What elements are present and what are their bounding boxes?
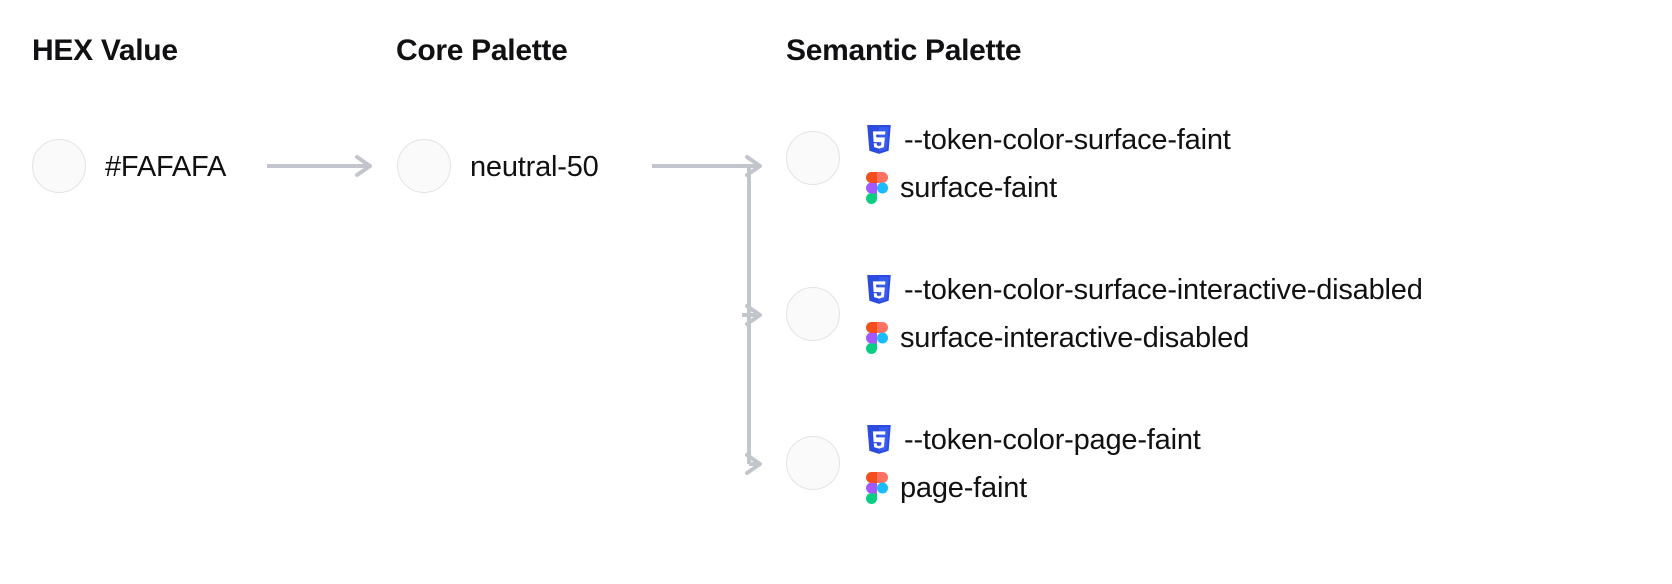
- css-token-label-2: --token-color-page-faint: [904, 423, 1201, 456]
- branch-trunk: [652, 164, 751, 464]
- figma-token-line-0: surface-faint: [866, 164, 1231, 212]
- color-swatch-semantic-0: [786, 131, 840, 185]
- figma-icon: [866, 172, 888, 204]
- css-token-label-1: --token-color-surface-interactive-disabl…: [904, 273, 1423, 306]
- figma-token-label-2: page-faint: [900, 471, 1027, 504]
- figma-icon: [866, 322, 888, 354]
- figma-token-label-0: surface-faint: [900, 171, 1057, 204]
- figma-token-line-1: surface-interactive-disabled: [866, 314, 1423, 362]
- css-token-line-1: --token-color-surface-interactive-disabl…: [866, 266, 1423, 314]
- semantic-token-group-2: --token-color-page-faint page-faint: [866, 416, 1201, 512]
- column-heading-semantic-palette: Semantic Palette: [786, 34, 1022, 67]
- css3-icon: [866, 425, 892, 455]
- css-token-label-0: --token-color-surface-faint: [904, 123, 1231, 156]
- hex-value-label: #FAFAFA: [105, 151, 227, 183]
- arrow-hex-to-core: [267, 155, 372, 177]
- semantic-token-group-1: --token-color-surface-interactive-disabl…: [866, 266, 1423, 362]
- color-swatch-core: [397, 139, 451, 193]
- color-swatch-semantic-1: [786, 287, 840, 341]
- css-token-line-0: --token-color-surface-faint: [866, 116, 1231, 164]
- arrow-branch-0: [741, 155, 762, 177]
- figma-token-label-1: surface-interactive-disabled: [900, 321, 1250, 354]
- column-heading-core-palette: Core Palette: [396, 34, 568, 67]
- figma-icon: [866, 472, 888, 504]
- css-token-line-2: --token-color-page-faint: [866, 416, 1201, 464]
- arrow-branch-1: [742, 304, 762, 326]
- column-heading-hex-value: HEX Value: [32, 34, 178, 67]
- css3-icon: [866, 125, 892, 155]
- arrow-branch-2: [745, 453, 762, 475]
- figma-token-line-2: page-faint: [866, 464, 1201, 512]
- semantic-token-group-0: --token-color-surface-faint surface-fain…: [866, 116, 1231, 212]
- core-palette-label: neutral-50: [470, 151, 599, 183]
- color-swatch-hex: [32, 139, 86, 193]
- color-swatch-semantic-2: [786, 436, 840, 490]
- css3-icon: [866, 275, 892, 305]
